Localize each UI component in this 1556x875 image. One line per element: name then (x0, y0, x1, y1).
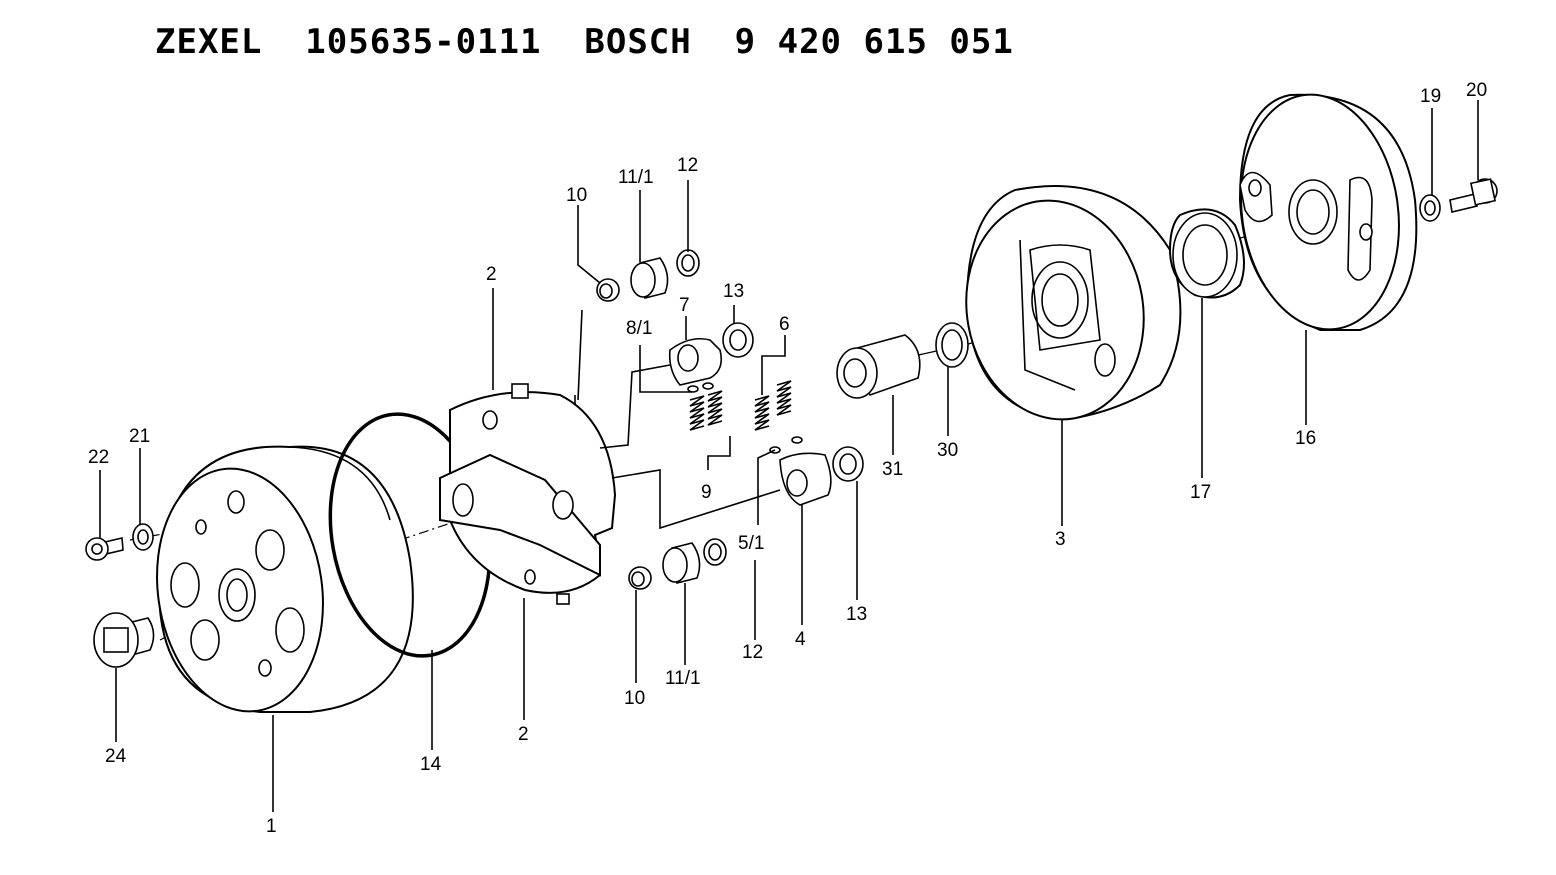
part-19-washer (1419, 194, 1441, 222)
label-part-1: 1 (266, 816, 277, 837)
label-part-12-top: 12 (677, 155, 698, 176)
label-part-2-top: 2 (486, 264, 497, 285)
label-part-30: 30 (937, 440, 958, 461)
label-part-7: 7 (679, 295, 690, 316)
part-labels: 1 2 2 3 4 5/1 6 7 8/1 9 10 10 11/1 11/1 … (88, 80, 1487, 837)
part-13-ring-bottom (832, 446, 864, 482)
label-part-10-top: 10 (566, 185, 587, 206)
label-part-11-1-bottom: 11/1 (665, 668, 701, 689)
part-10-pin-top (596, 278, 620, 302)
part-12-ring-bottom (703, 538, 727, 566)
part-22-screw (85, 537, 124, 561)
label-part-20: 20 (1466, 80, 1487, 101)
label-part-5-1: 5/1 (738, 533, 764, 554)
part-12-ring-top (676, 249, 700, 277)
label-part-13-top: 13 (723, 281, 744, 302)
label-part-19: 19 (1420, 86, 1441, 107)
label-part-10-bottom: 10 (624, 688, 645, 709)
part-1-housing (156, 445, 414, 713)
part-24-plug (93, 612, 155, 668)
part-10-pin-bottom (628, 566, 652, 590)
label-part-6: 6 (779, 314, 790, 335)
part-11-1-roller-bottom (662, 542, 701, 584)
label-part-8-1: 8/1 (626, 318, 652, 339)
part-17-bearing (1168, 208, 1245, 299)
label-part-13-bottom: 13 (846, 604, 867, 625)
part-3-drum (965, 185, 1182, 421)
label-part-11-1-top: 11/1 (618, 167, 654, 188)
part-30-snap-ring (935, 322, 969, 368)
label-part-2-bottom: 2 (518, 724, 529, 745)
part-6-springs (754, 380, 792, 431)
part-13-ring-top (722, 322, 754, 358)
part-20-bolt (1449, 178, 1498, 213)
label-part-16: 16 (1295, 428, 1316, 449)
page-title: ZEXEL 105635-0111 BOSCH 9 420 615 051 (155, 22, 1014, 62)
part-8-1-shims (687, 382, 714, 393)
label-part-31: 31 (882, 459, 903, 480)
label-part-4: 4 (795, 629, 806, 650)
label-part-21: 21 (129, 426, 150, 447)
label-part-24: 24 (105, 746, 127, 767)
label-part-9: 9 (701, 482, 712, 503)
label-part-3: 3 (1055, 529, 1066, 550)
label-part-17: 17 (1190, 482, 1211, 503)
part-16-cover-plate (1238, 93, 1418, 331)
label-part-14: 14 (420, 754, 442, 775)
part-7-flyweight (668, 337, 723, 386)
label-part-12-bottom: 12 (742, 642, 763, 663)
part-11-1-roller-top (630, 257, 669, 299)
part-4-flyweight (779, 452, 832, 506)
leader-lines (99, 100, 1479, 812)
part-31-sleeve (836, 334, 921, 399)
part-2-hub (439, 383, 617, 605)
part-9-springs (689, 390, 723, 431)
label-part-22: 22 (88, 447, 109, 468)
part-21-washer (132, 523, 154, 551)
